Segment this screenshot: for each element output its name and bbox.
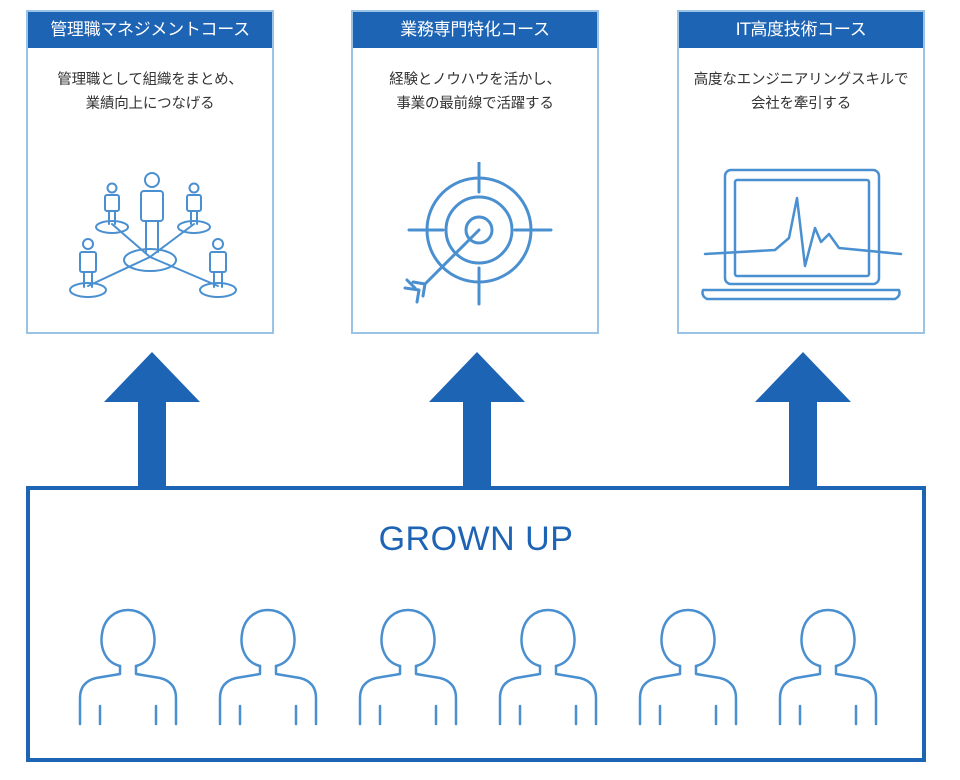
course-card-specialist: 業務専門特化コース 経験とノウハウを活かし、 事業の最前線で活躍する [351, 10, 599, 334]
up-arrow-icon [429, 352, 525, 488]
person-icon [778, 608, 878, 726]
person-icon [218, 608, 318, 726]
target-arrow-icon [403, 162, 553, 306]
person-icon [498, 608, 598, 726]
course-title: 業務専門特化コース [353, 12, 597, 48]
course-card-it: IT高度技術コース 高度なエンジニアリングスキルで 会社を牽引する [677, 10, 925, 334]
laptop-graph-icon [701, 168, 903, 301]
up-arrow-icon [104, 352, 200, 488]
grown-up-box: GROWN UP [26, 486, 926, 762]
people-network-icon [69, 172, 237, 298]
course-description: 経験とノウハウを活かし、 事業の最前線で活躍する [389, 72, 561, 112]
person-icon [78, 608, 178, 726]
course-description: 管理職として組織をまとめ、 業績向上につなげる [57, 72, 243, 112]
course-title: IT高度技術コース [679, 12, 923, 48]
person-icon [638, 608, 738, 726]
course-card-management: 管理職マネジメントコース 管理職として組織をまとめ、 業績向上につなげる [26, 10, 274, 334]
base-title: GROWN UP [378, 520, 574, 558]
course-description: 高度なエンジニアリングスキルで 会社を牽引する [693, 72, 909, 112]
person-icon [358, 608, 458, 726]
up-arrow-icon [755, 352, 851, 488]
course-title: 管理職マネジメントコース [28, 12, 272, 48]
